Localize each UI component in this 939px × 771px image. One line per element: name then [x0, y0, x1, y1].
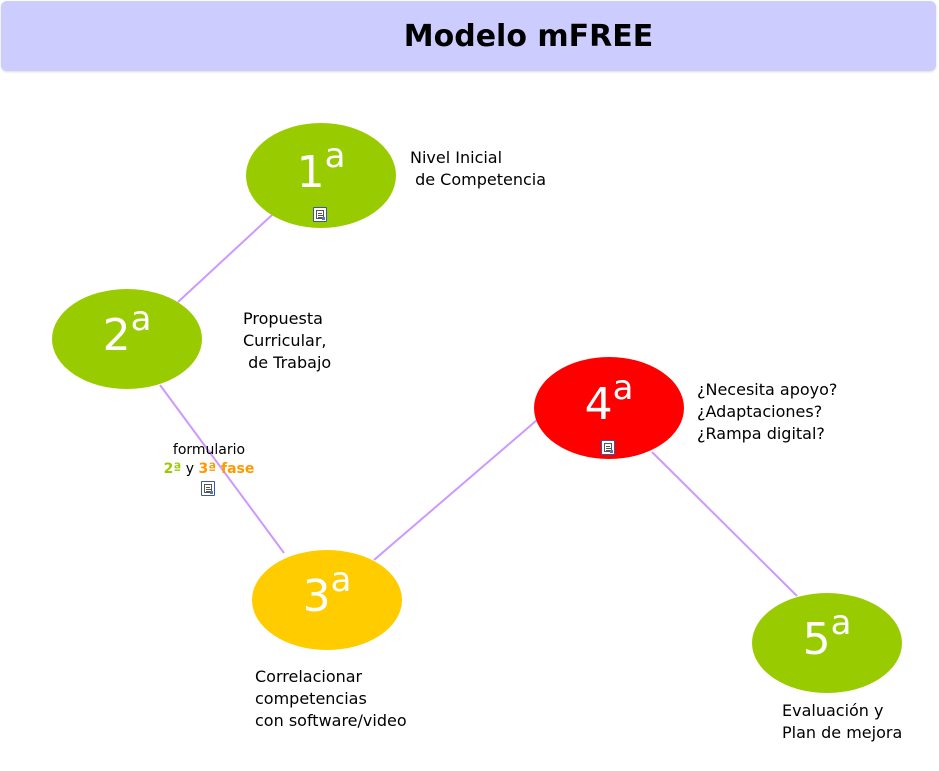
- phase-3-description: Correlacionar competencias con software/…: [255, 667, 407, 730]
- phase-1-document-icon[interactable]: [313, 207, 327, 222]
- form-note-phase-2: 2ª: [163, 461, 182, 477]
- phase-1-label: 1a: [296, 135, 346, 198]
- form-note-title: formulario: [172, 442, 246, 458]
- phase-5-node[interactable]: 5a: [752, 593, 902, 693]
- phase-2-node[interactable]: 2a: [52, 289, 202, 389]
- phase-2-description: Propuesta Curricular, de Trabajo: [243, 309, 332, 372]
- form-note-phase-3: 3ª fase: [198, 461, 255, 477]
- phase-3-node[interactable]: 3a: [252, 550, 402, 650]
- connector-1-2: [177, 214, 273, 303]
- phase-4-document-icon[interactable]: [601, 440, 615, 455]
- phase-1-description: Nivel Inicial de Competencia: [410, 148, 547, 189]
- phase-5-description: Evaluación y Plan de mejora: [782, 701, 903, 742]
- phase-4-description: ¿Necesita apoyo? ¿Adaptaciones? ¿Rampa d…: [697, 380, 838, 443]
- connector-3-4: [373, 419, 538, 561]
- phase-5-label: 5a: [802, 603, 852, 665]
- page-title: Modelo mFREE: [403, 19, 654, 54]
- connector-4-5: [651, 451, 798, 597]
- form-note: formulario 2ª y 3ª fase: [150, 441, 268, 479]
- phase-3-label: 3a: [302, 560, 352, 622]
- form-document-icon[interactable]: [201, 481, 215, 496]
- form-note-phases: 2ª y 3ª fase: [150, 460, 268, 479]
- title-bar: Modelo mFREE: [1, 1, 936, 71]
- phase-4-label: 4a: [584, 368, 634, 430]
- form-note-conjunction: y: [181, 461, 199, 477]
- connector-2-3: [159, 384, 285, 554]
- phase-2-label: 2a: [102, 299, 152, 361]
